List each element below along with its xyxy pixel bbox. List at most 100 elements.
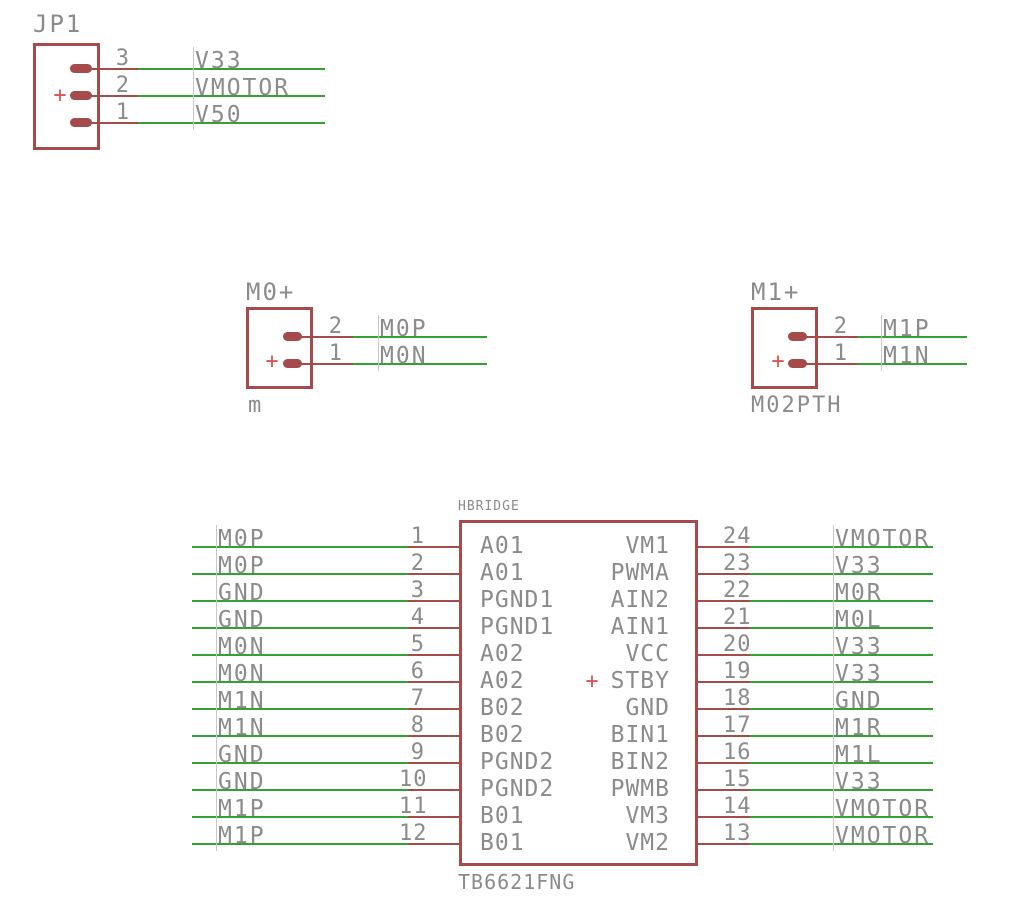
net-wire — [858, 336, 967, 338]
label-anchor-tick — [833, 525, 834, 554]
hbridge-right-pin-row: 15 V33 — [698, 768, 935, 803]
pin-name: VCC — [625, 641, 670, 667]
net-wire — [192, 573, 408, 575]
label-anchor-tick — [216, 714, 217, 743]
m0-pin-rows: 2 M0P 1 M0N — [300, 315, 487, 377]
net-wire — [750, 681, 933, 683]
pin-number: 18 — [723, 686, 752, 711]
jp1-pad-1 — [70, 118, 92, 127]
hbridge-right-pin-row: 16 M1L — [698, 741, 935, 776]
net-label: M1N — [218, 715, 266, 741]
jp1-pin-row: 1 V50 — [88, 101, 325, 136]
hbridge-left-pin-row: 6 M0N — [192, 660, 459, 695]
net-wire — [192, 654, 408, 656]
hbridge-right-pin-row: 14 VMOTOR — [698, 795, 935, 830]
net-label: M0N — [218, 634, 266, 660]
net-label: GND — [218, 580, 266, 606]
pin-stub — [88, 95, 138, 97]
pin-name: A01 — [480, 560, 525, 586]
pin-stub — [698, 843, 750, 845]
pin-name: GND — [625, 695, 670, 721]
hbridge-left-pin-rows: 1 M0P 2 M0P 3 GND — [192, 525, 459, 857]
m1-connector-body — [751, 307, 818, 389]
pin-stub — [300, 336, 353, 338]
m0-polarity-plus-marker: + — [265, 349, 279, 374]
label-anchor-tick — [833, 660, 834, 689]
label-anchor-tick — [833, 687, 834, 716]
pin-number: 12 — [399, 821, 428, 846]
pin-stub — [408, 735, 459, 737]
pin-name: PGND2 — [480, 776, 555, 802]
m0-connector-body — [246, 307, 313, 389]
hbridge-left-pin-row: 7 M1N — [192, 687, 459, 722]
hbridge-left-pin-row: 3 GND — [192, 579, 459, 614]
label-anchor-tick — [216, 552, 217, 581]
label-anchor-tick — [833, 795, 834, 824]
pin-stub — [698, 762, 750, 764]
pin-name: B02 — [480, 722, 525, 748]
pin-number: 19 — [723, 659, 752, 684]
m1-title: M1+ — [751, 278, 801, 306]
pin-name: STBY — [610, 668, 670, 694]
pin-name: AIN1 — [610, 614, 670, 640]
net-wire — [750, 627, 933, 629]
label-anchor-tick — [833, 579, 834, 608]
pin-name: A01 — [480, 533, 525, 559]
net-wire — [750, 546, 933, 548]
hbridge-left-pin-row: 1 M0P — [192, 525, 459, 560]
net-label: M1P — [883, 316, 931, 342]
pin-number: 20 — [723, 632, 752, 657]
pin-name: BIN1 — [610, 722, 670, 748]
net-label: V33 — [835, 661, 883, 687]
label-anchor-tick — [216, 579, 217, 608]
pin-number: 2 — [115, 73, 130, 98]
pin-number: 3 — [410, 578, 425, 603]
pin-number: 17 — [723, 713, 752, 738]
pin-number: 4 — [410, 605, 425, 630]
net-label: M1P — [218, 796, 266, 822]
pin-name: PGND2 — [480, 749, 555, 775]
net-wire — [353, 336, 487, 338]
pin-stub — [698, 816, 750, 818]
net-wire — [750, 708, 933, 710]
pin-name: BIN2 — [610, 749, 670, 775]
hbridge-left-pin-row: 8 M1N — [192, 714, 459, 749]
net-wire — [750, 573, 933, 575]
m1-pad-2 — [788, 332, 807, 341]
pin-number: 14 — [723, 794, 752, 819]
label-anchor-tick — [216, 687, 217, 716]
label-anchor-tick — [216, 741, 217, 770]
m1-pin-rows: 2 M1P 1 M1N — [805, 315, 967, 377]
net-wire — [192, 600, 408, 602]
label-anchor-tick — [216, 795, 217, 824]
hbridge-part-label: TB6621FNG — [458, 870, 576, 894]
label-anchor-tick — [378, 342, 379, 371]
hbridge-left-pin-row: 2 M0P — [192, 552, 459, 587]
hbridge-left-pin-row: 11 M1P — [192, 795, 459, 830]
pin-stub — [698, 789, 750, 791]
pin-name: VM3 — [625, 803, 670, 829]
pin-stub — [698, 627, 750, 629]
net-label: V33 — [835, 553, 883, 579]
jp1-pin-rows: 3 V33 2 VMOTOR 1 V50 — [88, 47, 325, 136]
pin-stub — [698, 654, 750, 656]
pin-number: 2 — [833, 314, 848, 339]
hbridge-left-pin-row: 5 M0N — [192, 633, 459, 668]
net-wire — [138, 122, 325, 124]
label-anchor-tick — [833, 822, 834, 851]
m0-pin-row: 2 M0P — [300, 315, 487, 350]
pin-stub — [408, 627, 459, 629]
pin-number: 24 — [723, 524, 752, 549]
hbridge-left-pin-row: 12 M1P — [192, 822, 459, 857]
jp1-title: JP1 — [33, 10, 83, 38]
hbridge-right-pin-row: 20 V33 — [698, 633, 935, 668]
label-anchor-tick — [216, 660, 217, 689]
pin-stub — [408, 816, 459, 818]
pin-number: 1 — [328, 341, 343, 366]
net-label: M0P — [218, 526, 266, 552]
pin-stub — [698, 573, 750, 575]
label-anchor-tick — [216, 633, 217, 662]
pin-stub — [300, 363, 353, 365]
net-label: V33 — [835, 634, 883, 660]
pin-stub — [88, 122, 138, 124]
